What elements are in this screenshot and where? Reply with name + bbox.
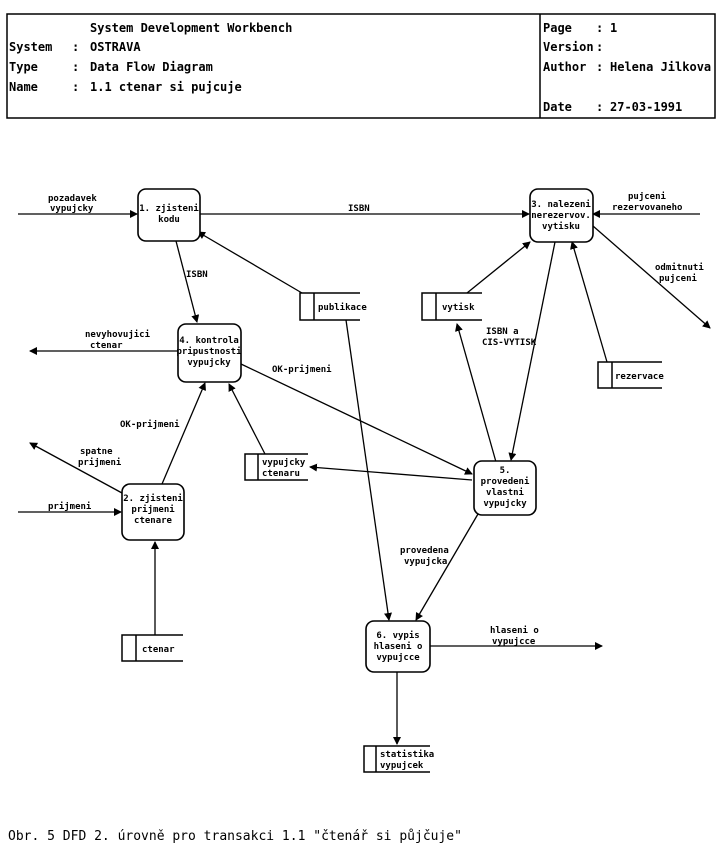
process-3: 3. nalezeni nerezervov. vytisku	[529, 188, 594, 243]
header-date-value: 27-03-1991	[610, 100, 682, 114]
header-system-value: OSTRAVA	[90, 40, 141, 54]
flow-labels: pozadavek vypujcky ISBN pujceni rezervov…	[48, 191, 704, 647]
label-hlaseni-1: hlaseni o	[490, 625, 539, 636]
store-statistika-vypujcek: statistika vypujcek	[363, 745, 434, 773]
process-6-line3: vypujcce	[376, 652, 420, 663]
process-1: 1. zjisteni kodu	[137, 188, 201, 242]
label-pujceni-2: rezervovaneho	[612, 203, 682, 213]
label-provedena-1: provedena	[400, 546, 449, 556]
header-page-value: 1	[610, 21, 617, 35]
header-name-value: 1.1 ctenar si pujcuje	[90, 80, 242, 94]
process-4-line3: vypujcky	[187, 357, 231, 368]
header-type-value: Data Flow Diagram	[90, 60, 213, 74]
process-4-line2: pripustnosti	[176, 346, 242, 357]
store-publikace: publikace	[299, 292, 367, 321]
label-isbn-cis-2: CIS-VYTISK	[482, 338, 537, 348]
process-5-line1: 5.	[500, 466, 511, 476]
header-sep: :	[596, 100, 603, 114]
flow-isbn-left	[175, 240, 200, 323]
label-pozadavek-1: pozadavek	[48, 194, 97, 204]
store-vypujcky-ctenaru: vypujcky ctenaru	[244, 453, 308, 481]
label-spatne-2: prijmeni	[78, 457, 122, 468]
flow-ok-prijmeni-right	[240, 363, 473, 475]
flow-rezervace-p3	[570, 241, 608, 363]
header-sep: :	[596, 21, 603, 35]
flow-p5-vypujcky	[309, 463, 473, 481]
store-publikace-label: publikace	[318, 302, 367, 313]
store-statistika-line2: vypujcek	[380, 760, 424, 771]
process-5: 5. provedeni vlastni vypujcky	[473, 460, 537, 516]
header-sep: :	[596, 60, 603, 74]
process-2-line1: 2. zjisteni	[123, 493, 183, 504]
header-name-label: Name	[9, 80, 38, 94]
process-6-line2: hlaseni o	[374, 641, 423, 652]
flow-publikace-p6	[345, 319, 392, 621]
store-rezervace-label: rezervace	[615, 372, 664, 382]
header-title: System Development Workbench	[90, 21, 292, 35]
store-vypujcky-line2: ctenaru	[262, 469, 300, 479]
store-vypujcky-line1: vypujcky	[262, 457, 306, 468]
header-sep: :	[72, 80, 79, 94]
label-odmitnuti-2: pujceni	[659, 273, 698, 284]
label-isbn-top: ISBN	[348, 204, 370, 214]
process-2-line3: ctenare	[134, 516, 173, 526]
store-statistika-line1: statistika	[380, 749, 434, 760]
process-1-line2: kodu	[158, 215, 180, 225]
flow-ok-prijmeni-left	[161, 382, 206, 485]
store-rezervace: rezervace	[597, 361, 664, 389]
store-ctenar: ctenar	[121, 634, 183, 662]
flow-isbn-cis	[455, 323, 497, 463]
process-4-line1: 4. kontrola	[179, 336, 239, 346]
process-3-line1: 3. nalezeni	[531, 199, 591, 210]
flow-provedena	[415, 513, 479, 621]
header-sep: :	[72, 40, 79, 54]
figure-caption: Obr. 5 DFD 2. úrovně pro transakci 1.1 "…	[8, 829, 462, 844]
label-prijmeni: prijmeni	[48, 501, 92, 512]
header-page-label: Page	[543, 21, 572, 35]
store-vytisk-label: vytisk	[442, 302, 475, 313]
store-vytisk: vytisk	[421, 292, 482, 321]
label-nevyhovujici-2: ctenar	[90, 341, 123, 351]
label-nevyhovujici-1: nevyhovujici	[85, 329, 151, 340]
process-6: 6. vypis hlaseni o vypujcce	[365, 620, 431, 673]
flow-publikace-p1	[197, 231, 303, 294]
header-sep: :	[596, 40, 603, 54]
flow-vypujcky-p4	[228, 383, 266, 455]
process-2: 2. zjisteni prijmeni ctenare	[121, 483, 185, 541]
process-5-line2: provedeni	[481, 476, 530, 487]
flow-vytisk-p3	[466, 241, 531, 294]
process-6-line1: 6. vypis	[376, 630, 419, 641]
flow-lines	[18, 210, 711, 745]
label-ok-prijmeni-right: OK-prijmeni	[272, 364, 332, 375]
flow-spatne-prijmeni	[29, 442, 123, 494]
flow-odmitnuti	[592, 225, 711, 329]
label-isbn-cis-1: ISBN a	[486, 327, 519, 337]
process-3-line3: vytisku	[542, 221, 580, 232]
header-author-value: Helena Jilkova	[610, 60, 711, 74]
flow-p3-p5	[508, 241, 556, 461]
process-1-line1: 1. zjisteni	[139, 203, 199, 214]
label-provedena-2: vypujcka	[404, 556, 447, 567]
process-3-line2: nerezervov.	[531, 211, 591, 221]
process-4: 4. kontrola pripustnosti vypujcky	[176, 323, 242, 383]
label-pujceni-1: pujceni	[628, 191, 667, 202]
label-spatne-1: spatne	[80, 447, 113, 457]
process-5-line4: vypujcky	[483, 498, 527, 509]
process-2-line2: prijmeni	[131, 504, 175, 515]
label-hlaseni-2: vypujcce	[492, 636, 536, 647]
label-isbn-left: ISBN	[186, 270, 208, 280]
header-type-label: Type	[9, 60, 38, 74]
header-date-label: Date	[543, 100, 572, 114]
label-pozadavek-2: vypujcky	[50, 203, 94, 214]
header-author-label: Author	[543, 60, 586, 74]
store-ctenar-label: ctenar	[142, 645, 175, 655]
header-version-label: Version	[543, 40, 594, 54]
header-frame: System Development Workbench System : OS…	[6, 13, 716, 119]
label-odmitnuti-1: odmitnuti	[655, 262, 704, 273]
process-5-line3: vlastni	[486, 487, 525, 498]
label-ok-prijmeni-left: OK-prijmeni	[120, 419, 180, 430]
header-sep: :	[72, 60, 79, 74]
header-system-label: System	[9, 40, 52, 54]
